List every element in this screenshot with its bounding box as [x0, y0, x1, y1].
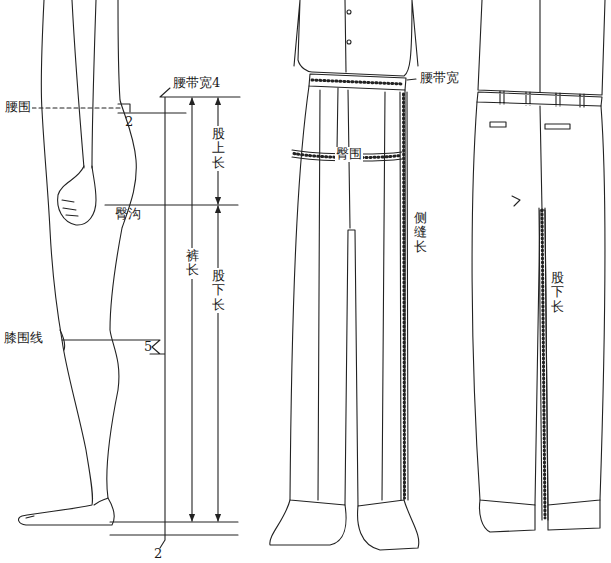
measure-label: 膝围线: [3, 331, 44, 346]
dimension-line: [217, 206, 218, 521]
hand: [58, 166, 96, 225]
measure-label: 臀沟: [114, 207, 142, 222]
waist-offset: [118, 104, 130, 112]
measure-label: 腰带宽: [419, 71, 460, 86]
waistband-back: [477, 91, 602, 107]
knee-detail: [26, 330, 108, 518]
measure-label: 臀围: [335, 147, 363, 162]
trousers-back: [472, 102, 605, 505]
dimension-label: 裤长: [186, 248, 199, 279]
dimension-label: 侧缝长: [414, 210, 427, 255]
shirt-back: [478, 0, 605, 95]
measure-label: 2: [124, 115, 134, 130]
dimension-label: 股上长: [212, 126, 225, 171]
tape-side-ticks: [404, 94, 405, 498]
arm: [72, 0, 96, 168]
tape-side: [400, 92, 408, 500]
guide-lines: [62, 88, 240, 548]
waist-dashed-line: [32, 107, 120, 108]
tape-inseam: [539, 208, 548, 520]
trousers-front: [290, 86, 405, 506]
tape-inseam-ticks: [542, 210, 545, 518]
measure-label: 腰带宽4: [172, 76, 221, 91]
shoe: [270, 500, 419, 550]
body-outline: [19, 0, 137, 525]
dimension-line: [191, 98, 192, 521]
tape-waist: [312, 80, 403, 84]
leader-line: [407, 79, 416, 80]
measure-label: 腰围: [4, 100, 32, 115]
measure-label: 2: [153, 547, 163, 562]
shirt: [294, 0, 418, 76]
dimension-label: 股下长: [551, 270, 564, 315]
waistband: [309, 74, 406, 90]
shoe-back: [479, 500, 600, 532]
dimension-label: 股下长: [212, 268, 225, 313]
measure-label: 5: [143, 340, 153, 355]
